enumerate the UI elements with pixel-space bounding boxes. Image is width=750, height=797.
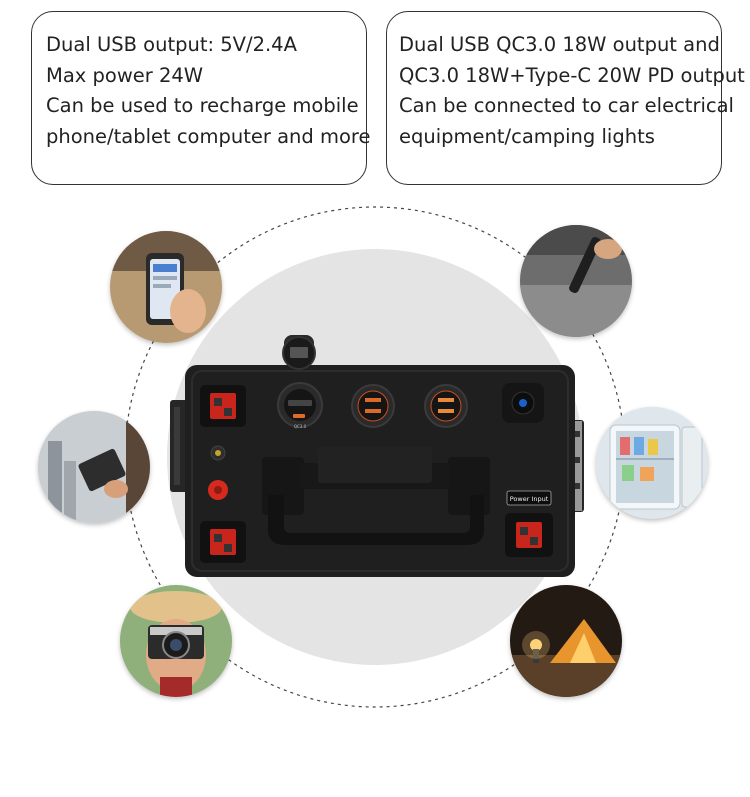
callout-line: Dual USB output: 5V/2.4A: [46, 33, 297, 56]
qc-label: QC3.0: [294, 424, 307, 429]
thumb-smartphone: [110, 231, 222, 343]
callout-line: Max power 24W: [46, 63, 204, 87]
callout-line: phone/tablet computer and more: [46, 124, 371, 148]
usb-socket-dual-2[interactable]: [424, 384, 468, 428]
camping-tent-icon: [510, 585, 622, 697]
thumb-car-vacuum: [520, 225, 632, 337]
power-input-label: Power Input: [510, 495, 549, 503]
usb-socket-with-voltmeter[interactable]: QC3.0: [277, 335, 323, 429]
thumb-camera: [120, 585, 232, 697]
callout-line: equipment/camping lights: [399, 124, 655, 148]
smartphone-icon: [110, 231, 222, 343]
anderson-port-bottom-left[interactable]: [200, 521, 246, 563]
callout-qc-output: Dual USB QC3.0 18W output and QC3.0 18W+…: [386, 11, 745, 185]
camera-icon: [120, 585, 232, 697]
callout-line: QC3.0 18W+Type-C 20W PD output: [399, 63, 745, 87]
thumb-tablet: [38, 411, 150, 523]
power-switch[interactable]: [502, 383, 544, 423]
product-scene: Power Input QC3.0: [0, 195, 750, 795]
carry-handle[interactable]: [262, 447, 490, 545]
callout-line: Can be used to recharge mobile: [46, 94, 359, 117]
power-input-port[interactable]: [505, 513, 553, 557]
tablet-icon: [38, 411, 150, 523]
thumb-mini-fridge: [596, 407, 708, 519]
thumb-camping-tent: [510, 585, 622, 697]
product-illustration: Power Input QC3.0: [124, 206, 626, 708]
callout-usb-output: Dual USB output: 5V/2.4A Max power 24W C…: [31, 11, 371, 185]
usb-socket-dual-1[interactable]: [351, 384, 395, 428]
callout-line: Can be connected to car electrical: [399, 94, 734, 117]
callout-line: Dual USB QC3.0 18W output and: [399, 33, 720, 56]
mini-fridge-icon: [596, 407, 708, 519]
anderson-port-top-left[interactable]: [200, 385, 246, 427]
car-vacuum-icon: [520, 225, 632, 337]
